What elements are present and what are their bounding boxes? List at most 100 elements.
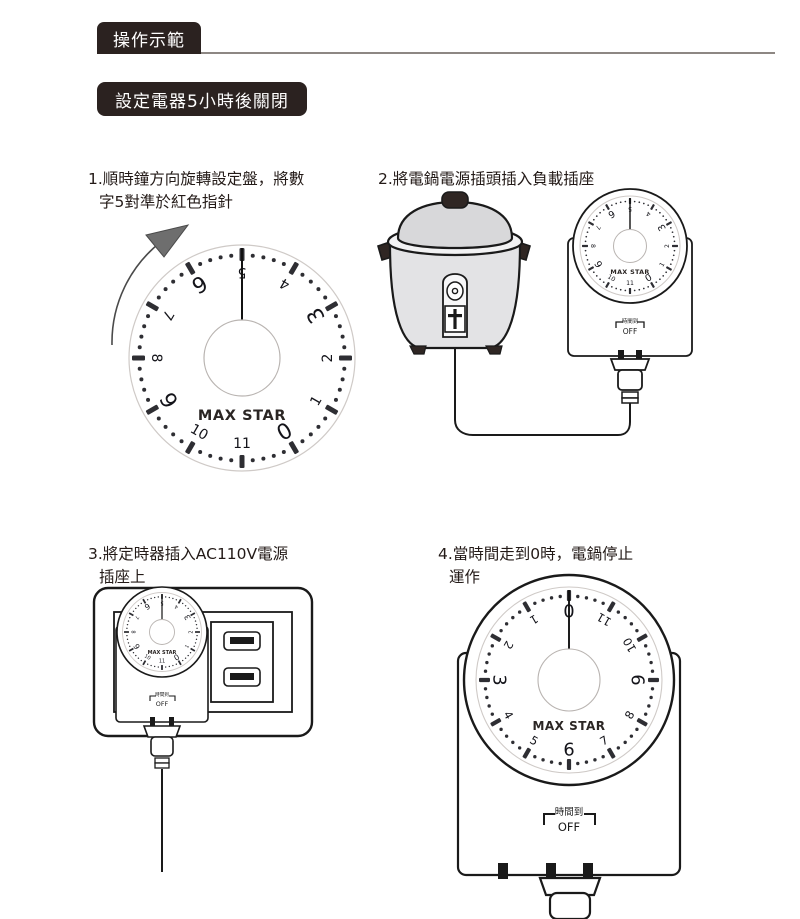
dial-minor-tick xyxy=(137,345,142,350)
dial-minor-tick xyxy=(139,334,144,339)
dial-major-tick xyxy=(490,633,502,642)
dial-minor-tick xyxy=(655,208,658,211)
outlet-slot-right-small xyxy=(169,717,174,726)
dial-major-tick xyxy=(124,631,129,633)
dial-minor-tick xyxy=(132,610,135,612)
timer-unit[interactable]: 01234567891011 MAX STAR 時間到 OFF xyxy=(567,188,693,361)
timer-hub-large[interactable] xyxy=(537,648,601,712)
dial-major-tick xyxy=(605,204,610,210)
dial-minor-tick xyxy=(602,281,605,284)
dial-minor-tick xyxy=(487,704,491,708)
dial-minor-tick xyxy=(672,235,675,238)
dial-minor-tick xyxy=(659,278,661,281)
dial-minor-tick xyxy=(533,601,537,606)
dial-major-tick xyxy=(588,266,594,271)
dial-minor-tick xyxy=(649,695,653,700)
cooker-foot-right xyxy=(485,345,503,355)
dial-major-tick xyxy=(239,455,245,468)
dial-minor-tick xyxy=(229,458,234,463)
dial-major-tick xyxy=(628,288,632,294)
timer-dial-ticks xyxy=(582,198,678,294)
dial-hour-number: 4 xyxy=(174,603,180,610)
dial-minor-tick xyxy=(342,366,347,371)
dial-minor-tick xyxy=(146,314,151,319)
dial-minor-tick xyxy=(669,226,672,229)
cooker-power-cord xyxy=(454,348,631,436)
dial-minor-tick xyxy=(576,761,580,766)
dial-minor-tick xyxy=(316,287,321,292)
dial-major-tick xyxy=(177,660,182,666)
dial-minor-tick xyxy=(308,432,313,437)
dial-hour-number: 10 xyxy=(620,635,639,655)
dial-minor-tick xyxy=(150,664,152,667)
dial-major-tick xyxy=(132,355,145,361)
timer-hub-small[interactable] xyxy=(149,619,175,645)
dial-minor-tick xyxy=(629,734,634,738)
dial-minor-tick xyxy=(198,449,203,454)
dial-center-hub[interactable] xyxy=(203,319,281,397)
plug-into-timer[interactable] xyxy=(142,725,182,769)
dial-minor-tick xyxy=(340,334,345,339)
dial-minor-tick xyxy=(602,208,605,211)
dial-minor-tick xyxy=(137,605,140,607)
dial-minor-tick xyxy=(261,456,266,461)
dial-minor-tick xyxy=(126,623,129,626)
dial-minor-tick xyxy=(615,287,618,290)
dial-minor-tick xyxy=(179,439,184,444)
dial-major-tick xyxy=(582,244,588,248)
outlet-bracket-left-large xyxy=(543,813,555,825)
dial-minor-tick xyxy=(665,218,668,221)
timer-dial-hub[interactable] xyxy=(613,229,647,263)
plug-socket-large[interactable] xyxy=(548,891,592,919)
dial-hour-number: 6 xyxy=(563,740,574,761)
cooker-foot-left xyxy=(409,345,427,355)
dial-minor-tick xyxy=(483,669,488,673)
dial-major-tick xyxy=(607,747,616,759)
dial-minor-tick xyxy=(146,663,149,665)
timer-brand-small: MAX STAR xyxy=(148,650,177,656)
clockwise-rotation-arrow xyxy=(111,224,190,346)
dial-minor-tick xyxy=(132,652,135,654)
dial-minor-tick xyxy=(171,432,176,437)
dial-minor-tick xyxy=(135,607,137,610)
dial-minor-tick xyxy=(633,289,636,292)
dial-hour-number: 8 xyxy=(130,630,136,633)
dial-minor-tick xyxy=(137,657,140,659)
dial-minor-tick xyxy=(615,202,618,205)
cooker-plug[interactable] xyxy=(609,358,651,404)
dial-minor-tick xyxy=(673,249,676,252)
dial-minor-tick xyxy=(558,594,562,599)
dial-minor-tick xyxy=(208,453,213,458)
dial-minor-tick xyxy=(586,231,589,234)
dial-minor-tick xyxy=(171,279,176,284)
cooker-control-panel[interactable] xyxy=(442,273,468,338)
dial-minor-tick xyxy=(623,740,627,745)
dial-minor-tick xyxy=(184,657,187,659)
dial-minor-tick xyxy=(638,201,641,204)
dial-minor-tick xyxy=(616,610,621,614)
dial-minor-tick xyxy=(659,211,661,214)
dial-minor-tick xyxy=(156,295,161,300)
timer-brand-large: MAX STAR xyxy=(532,719,605,733)
timer-dial-face[interactable]: 01234567891011 MAX STAR xyxy=(128,244,356,472)
dial-minor-tick xyxy=(671,231,674,234)
dial-minor-tick xyxy=(586,258,589,261)
dial-minor-tick xyxy=(146,599,149,601)
dial-minor-tick xyxy=(585,254,588,257)
cooker-lid-knob[interactable] xyxy=(441,191,469,209)
dial-minor-tick xyxy=(229,253,234,258)
dial-minor-tick xyxy=(584,596,589,600)
timer-unit-plugged[interactable]: 01234567891011 MAX STAR 時間到 OFF xyxy=(115,586,209,726)
step-4-line-1: 4.當時間走到0時，電鍋停止 xyxy=(438,545,634,563)
dial-minor-tick xyxy=(127,620,130,622)
timer-unit-finished[interactable]: 01234567891011 MAX STAR 時間到 OFF xyxy=(456,573,682,919)
dial-minor-tick xyxy=(584,760,589,764)
outlet-slot-left-small xyxy=(150,717,155,726)
step-2-caption: 2.將電鍋電源插頭插入負載插座 xyxy=(378,145,698,191)
dial-minor-tick xyxy=(584,240,587,243)
plug-shell-large[interactable] xyxy=(538,876,602,897)
dial-minor-tick xyxy=(619,201,622,204)
dial-minor-tick xyxy=(189,652,192,654)
dial-minor-tick xyxy=(483,687,488,691)
dial-minor-tick xyxy=(142,387,147,392)
